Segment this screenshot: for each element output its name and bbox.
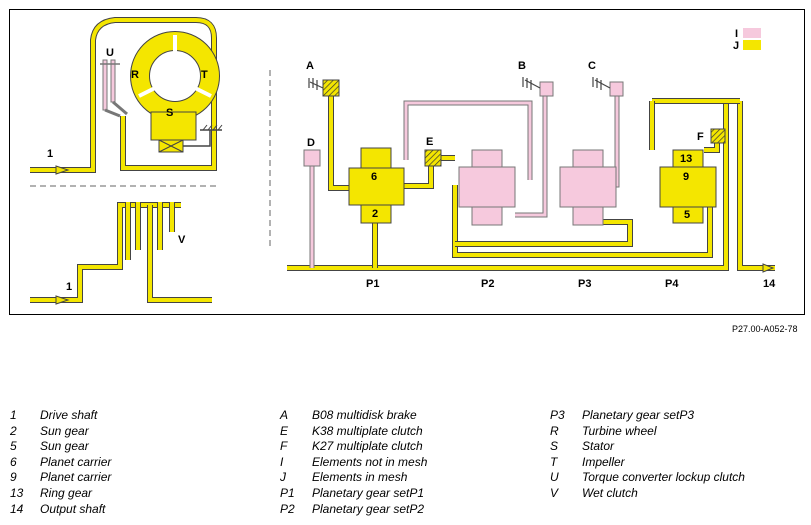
label-P2: P2 — [481, 278, 494, 290]
reference-code: P27.00-A052-78 — [732, 324, 798, 334]
legend-key: I — [280, 454, 284, 469]
label-1-top: 1 — [47, 148, 53, 160]
legend-item: V Wet clutch — [550, 486, 745, 502]
legend-key: S — [550, 439, 559, 454]
legend-key: 5 — [10, 439, 17, 454]
legend-item: A B08 multidisk brake — [280, 408, 427, 424]
label-P3: P3 — [578, 278, 591, 290]
wet-clutch — [30, 202, 212, 303]
legend-key: 9 — [10, 470, 17, 485]
legend-key: T — [550, 454, 558, 469]
legend-text: Planetary gear setP3 — [582, 408, 695, 422]
legend-item: P2 Planetary gear setP2 — [280, 502, 427, 518]
gear-train — [287, 77, 775, 273]
legend-key: A — [280, 408, 289, 422]
legend-item: 5 Sun gear — [10, 439, 111, 455]
legend-item: E K38 multiplate clutch — [280, 424, 427, 440]
legend-item: 14 Output shaft — [10, 502, 111, 518]
legend-text: K27 multiplate clutch — [312, 439, 423, 454]
legend-text: Planet carrier — [40, 454, 112, 469]
key-label-J: J — [733, 40, 739, 52]
swatch-pink — [743, 28, 761, 38]
legend-item: P3 Planetary gear setP3 — [550, 408, 745, 424]
label-R: R — [131, 69, 139, 81]
label-gear-2: 2 — [372, 208, 378, 220]
legend-text: Planetary gear setP1 — [312, 485, 425, 500]
diagram-frame — [9, 9, 805, 315]
legend-text: Stator — [582, 439, 615, 454]
legend-item: 1 Drive shaft — [10, 408, 111, 424]
label-U: U — [106, 47, 114, 59]
legend-key: 14 — [10, 501, 24, 516]
swatch-yellow — [743, 40, 761, 50]
legend-text: B08 multidisk brake — [312, 408, 417, 422]
legend-text: Output shaft — [40, 501, 106, 516]
legend-key: P2 — [280, 501, 295, 516]
legend-key: 6 — [10, 454, 17, 469]
legend-text: Ring gear — [40, 485, 93, 500]
label-D: D — [307, 137, 315, 149]
legend-text: Elements in mesh — [312, 470, 408, 485]
legend-key: 1 — [10, 408, 17, 422]
legend-key: R — [550, 423, 559, 438]
legend-text: Sun gear — [40, 423, 89, 438]
legend-text: Sun gear — [40, 439, 89, 454]
label-V: V — [178, 234, 186, 246]
label-F: F — [697, 131, 704, 143]
label-P4: P4 — [665, 278, 679, 290]
legend-key: P1 — [280, 485, 295, 500]
legend-item: R Turbine wheel — [550, 424, 745, 440]
legend-item: J Elements in mesh — [280, 470, 427, 486]
legend-text: Turbine wheel — [582, 423, 657, 438]
label-T: T — [201, 69, 208, 81]
label-S: S — [166, 107, 173, 119]
legend-item: S Stator — [550, 439, 745, 455]
label-gear-5: 5 — [684, 209, 690, 221]
label-B: B — [518, 60, 526, 72]
legend-item: 9 Planet carrier — [10, 470, 111, 486]
legend-text: Drive shaft — [40, 408, 98, 422]
label-gear-9: 9 — [683, 171, 689, 183]
legend-text: Planet carrier — [40, 470, 112, 485]
legend-key: 13 — [10, 485, 24, 500]
legend-text: K38 multiplate clutch — [312, 423, 423, 438]
legend-item: I Elements not in mesh — [280, 455, 427, 471]
legend-key: J — [280, 470, 286, 485]
legend-item: 13 Ring gear — [10, 486, 111, 502]
legend-text: Elements not in mesh — [312, 454, 428, 469]
label-14: 14 — [763, 278, 776, 290]
legend-key: U — [550, 470, 559, 485]
legend-text: Planetary gear setP2 — [312, 501, 425, 516]
legend-key: E — [280, 423, 289, 438]
legend-text: Impeller — [582, 454, 625, 469]
label-gear-6: 6 — [371, 171, 377, 183]
legend-item: 2 Sun gear — [10, 424, 111, 440]
label-gear-13: 13 — [680, 153, 692, 165]
legend-key: P3 — [550, 408, 565, 422]
label-E: E — [426, 136, 433, 148]
legend-text: Wet clutch — [582, 485, 638, 500]
label-P1: P1 — [366, 278, 379, 290]
legend-item: F K27 multiplate clutch — [280, 439, 427, 455]
legend-item: U Torque converter lockup clutch — [550, 470, 745, 486]
legend-key: F — [280, 439, 288, 454]
label-A: A — [306, 60, 314, 72]
label-1-bottom: 1 — [66, 281, 72, 293]
legend-text: Torque converter lockup clutch — [582, 470, 745, 485]
label-C: C — [588, 60, 596, 72]
key-label-I: I — [735, 28, 738, 40]
legend-key: V — [550, 485, 559, 500]
legend-item: T Impeller — [550, 455, 745, 471]
input-arrows — [55, 165, 70, 305]
legend-item: 6 Planet carrier — [10, 455, 111, 471]
torque-converter — [30, 17, 223, 173]
legend-item: P1 Planetary gear setP1 — [280, 486, 427, 502]
legend-key: 2 — [10, 423, 17, 438]
